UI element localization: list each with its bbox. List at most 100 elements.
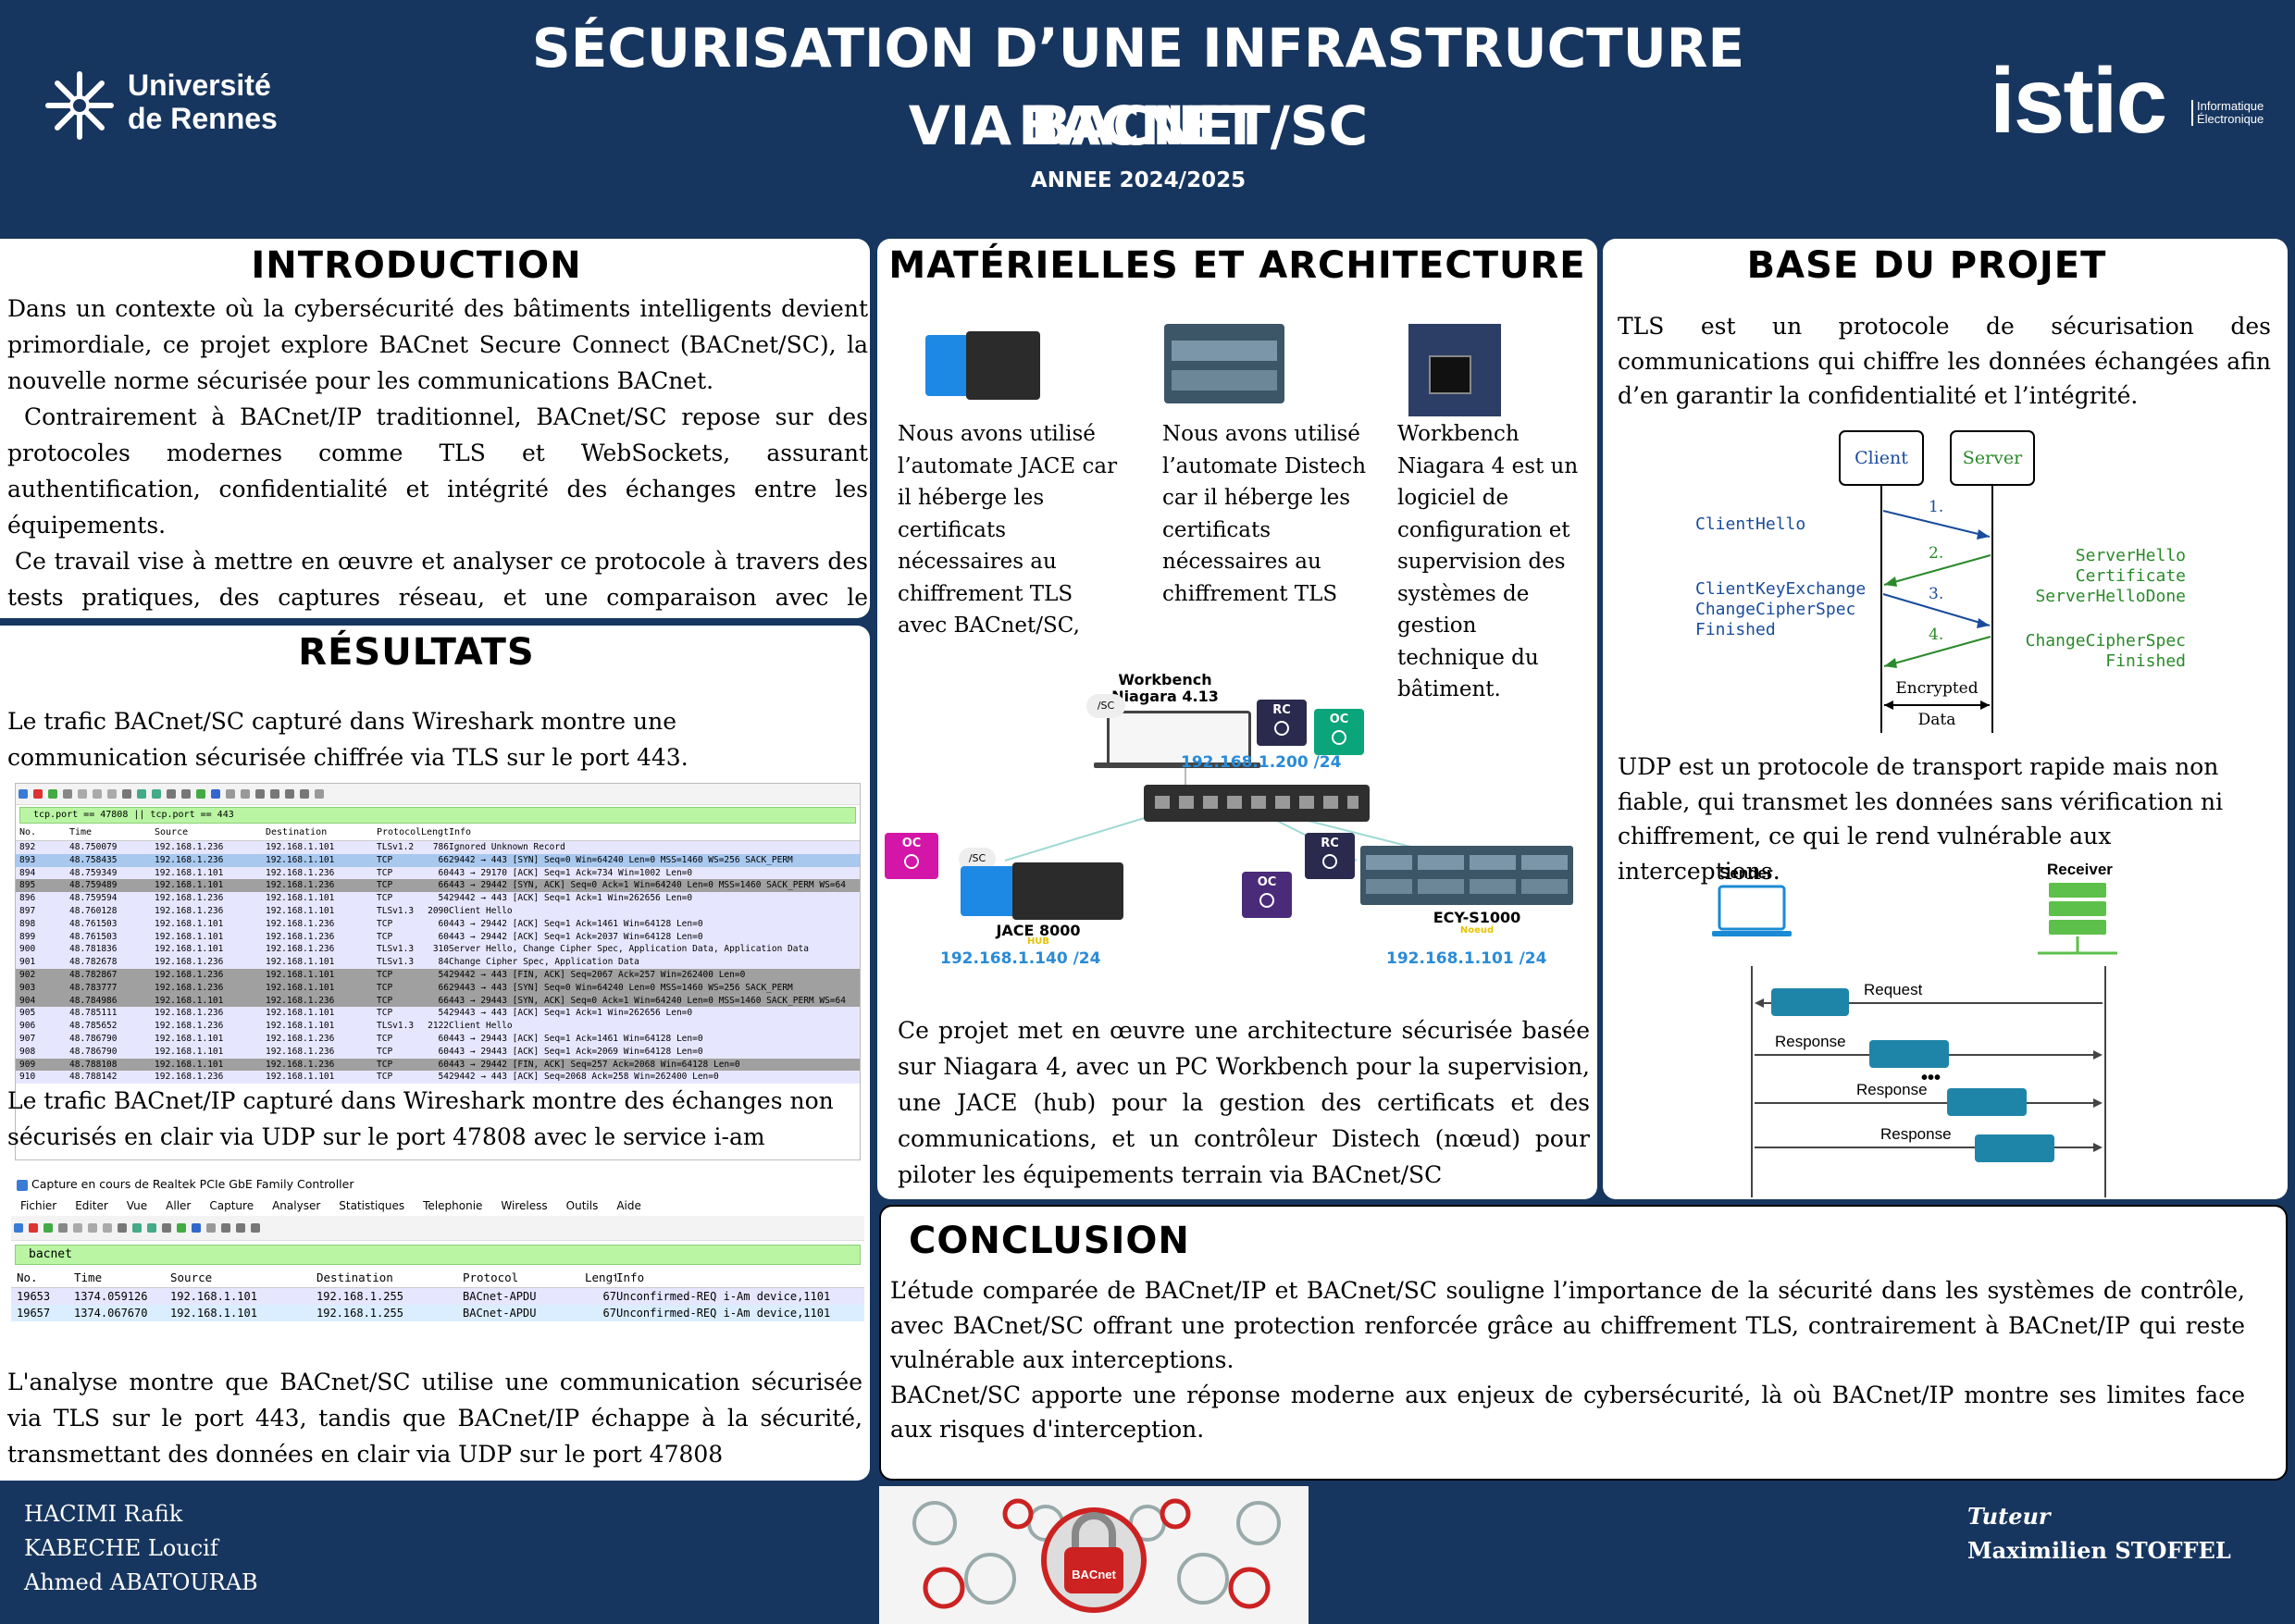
table-cell: 48.785652 xyxy=(69,1021,118,1032)
snowflake-icon xyxy=(45,71,114,140)
menu-item[interactable]: Aide xyxy=(616,1199,641,1212)
table-cell: 54 xyxy=(438,1008,449,1019)
table-cell: 29442 → 443 [ACK] Seq=1 Ack=1 Win=262656… xyxy=(449,893,693,904)
table-cell: 901 xyxy=(19,957,36,968)
table-cell: 907 xyxy=(19,1033,36,1044)
col-destination[interactable]: Destination xyxy=(266,827,328,837)
university-name-line2: de Rennes xyxy=(128,102,278,135)
menu-item[interactable]: Fichier xyxy=(20,1199,57,1212)
col-info[interactable]: Info xyxy=(449,827,472,837)
col-length[interactable]: Lengtl xyxy=(421,827,449,837)
col-destination[interactable]: Destination xyxy=(316,1271,393,1284)
table-cell: 786 xyxy=(432,842,449,852)
table-cell: 19657 xyxy=(17,1307,51,1320)
base-heading: BASE DU PROJET xyxy=(1746,244,2107,287)
table-cell: 895 xyxy=(19,880,36,891)
col-no[interactable]: No. xyxy=(17,1271,38,1284)
table-cell: 443 → 29443 [SYN, ACK] Seq=0 Ack=1 Win=6… xyxy=(449,995,846,1006)
menu-item[interactable]: Analyser xyxy=(272,1199,321,1212)
table-cell: 192.168.1.236 xyxy=(155,905,224,916)
jace-8000-device xyxy=(961,861,1123,920)
table-cell: 192.168.1.236 xyxy=(266,944,335,955)
istic-sub-2: Électronique xyxy=(2197,112,2264,126)
network-switch-icon xyxy=(1144,785,1370,822)
menu-item[interactable]: Vue xyxy=(126,1199,148,1212)
table-cell: 897 xyxy=(19,905,36,916)
table-cell: 29442 → 443 [FIN, ACK] Seq=2067 Ack=257 … xyxy=(449,969,746,980)
table-cell: 60 xyxy=(438,867,449,878)
table-cell: 443 → 29443 [ACK] Seq=1 Ack=1461 Win=641… xyxy=(449,1033,703,1044)
table-cell: 910 xyxy=(19,1072,36,1083)
wireshark-bacnet-capture: Capture en cours de Realtek PCIe GbE Fam… xyxy=(11,1173,864,1336)
table-cell: 443 → 29170 [ACK] Seq=1 Ack=734 Win=1002… xyxy=(449,867,693,878)
col-protocol[interactable]: Protocol xyxy=(463,1271,519,1284)
menu-item[interactable]: Capture xyxy=(209,1199,254,1212)
display-filter-input[interactable]: tcp.port == 47808 || tcp.port == 443 xyxy=(19,807,856,824)
col-time[interactable]: Time xyxy=(74,1271,103,1284)
col-time[interactable]: Time xyxy=(69,827,93,837)
menu-item[interactable]: Statistiques xyxy=(339,1199,405,1212)
col-info[interactable]: Info xyxy=(616,1271,645,1284)
menu-item[interactable]: Editer xyxy=(75,1199,108,1212)
table-cell: TLSv1.3 xyxy=(377,944,415,955)
rc-certificate-badge: RC xyxy=(1257,700,1307,746)
table-cell: TCP xyxy=(377,918,393,929)
ecy-node-label: Noeud xyxy=(1459,925,1495,936)
table-cell: 19653 xyxy=(17,1290,51,1303)
table-cell: 896 xyxy=(19,893,36,904)
col-protocol[interactable]: Protocol xyxy=(377,827,421,837)
table-cell: 2122 xyxy=(428,1021,449,1032)
table-cell: 66 xyxy=(438,982,449,993)
table-cell: TLSv1.3 xyxy=(377,905,415,916)
menu-item[interactable]: Telephonie xyxy=(423,1199,483,1212)
col-no[interactable]: No. xyxy=(19,827,37,837)
col-source[interactable]: Source xyxy=(155,827,189,837)
menu-item[interactable]: Outils xyxy=(565,1199,599,1212)
table-cell: TCP xyxy=(377,1033,393,1044)
table-cell: 192.168.1.101 xyxy=(155,1059,224,1070)
menu-bar: Fichier Editer Vue Aller Capture Analyser Stat… xyxy=(11,1196,864,1216)
tls-server-box: Server xyxy=(1962,448,2023,468)
table-cell: 48.786790 xyxy=(69,1046,118,1057)
col-source[interactable]: Source xyxy=(170,1271,213,1284)
table-cell: 29442 → 443 [SYN] Seq=0 Win=64240 Len=0 … xyxy=(449,854,793,865)
col-length[interactable]: Lengtl xyxy=(585,1271,616,1284)
table-cell: 60 xyxy=(438,1046,449,1057)
intro-paragraph-2: Contrairement à BACnet/IP traditionnel, … xyxy=(7,403,868,539)
table-cell: 66 xyxy=(438,995,449,1006)
menu-item[interactable]: Wireless xyxy=(501,1199,548,1212)
menu-item[interactable]: Aller xyxy=(166,1199,192,1212)
table-cell: Server Hello, Change Cipher Spec, Applic… xyxy=(449,944,809,955)
bacnet-filter-input[interactable]: bacnet xyxy=(15,1245,861,1265)
table-cell: 192.168.1.236 xyxy=(155,854,224,865)
table-cell: 60 xyxy=(438,918,449,929)
table-cell: TCP xyxy=(377,880,393,891)
table-cell: 908 xyxy=(19,1046,36,1057)
udp-receiver-label: Receiver xyxy=(2047,861,2113,878)
laptop-base-icon xyxy=(1094,762,1260,768)
